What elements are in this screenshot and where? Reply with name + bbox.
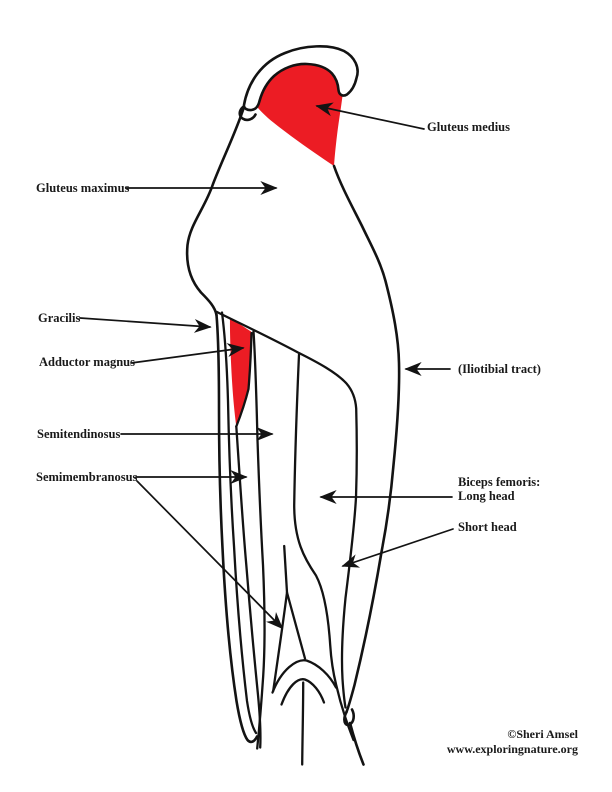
label-biceps-femoris-heading: Biceps femoris: [458, 475, 541, 489]
knee-arc-outer [271, 659, 338, 694]
outline-left-upper [185, 105, 246, 317]
gluteus-medius-highlight [258, 59, 345, 166]
arrow-adductor-magnus [130, 343, 245, 364]
gluteal-crease-line [215, 310, 358, 709]
gracilis-line [220, 311, 258, 735]
adductor-tip-continuation [235, 425, 262, 749]
semitendinosus-line [252, 330, 266, 750]
label-semimembranosus: Semimembranosus [36, 470, 138, 484]
arrow-short-head [341, 528, 454, 568]
label-gluteus-maximus: Gluteus maximus [36, 181, 130, 195]
credit-author: ©Sheri Amsel [507, 727, 578, 741]
adductor-right-border [235, 331, 253, 428]
outline-right-tail [348, 721, 365, 766]
hip-crest-notch [238, 105, 257, 122]
knee-center-descender [301, 681, 305, 766]
label-gluteus-medius: Gluteus medius [427, 120, 511, 134]
muscle-belly-tip-line [272, 544, 289, 693]
hamstring-branch-line [293, 353, 355, 742]
label-semitendinosus: Semitendinosus [37, 427, 121, 441]
arrow-gluteus-medius [315, 102, 425, 130]
knee-arc-inner [280, 678, 326, 706]
credit-website: www.exploringnature.org [446, 742, 578, 756]
arrow-gracilis [79, 317, 212, 333]
outline-left-lower [215, 313, 259, 744]
hip-crest-outline [242, 45, 359, 112]
label-biceps-femoris: Biceps femoris: Long head [458, 475, 540, 503]
label-iliotibial-tract: (Iliotibial tract) [458, 362, 541, 376]
arrow-semimembranosus-lower [136, 480, 284, 630]
label-short-head: Short head [458, 520, 517, 534]
label-biceps-femoris-long-head: Long head [458, 489, 515, 503]
muscle-belly-tip-right [285, 591, 307, 660]
label-gracilis: Gracilis [38, 311, 81, 325]
adductor-magnus-highlight [229, 317, 251, 427]
credit-block: ©Sheri Amsel www.exploringnature.org [398, 727, 578, 757]
outline-right [332, 164, 401, 714]
label-adductor-magnus: Adductor magnus [39, 355, 135, 369]
